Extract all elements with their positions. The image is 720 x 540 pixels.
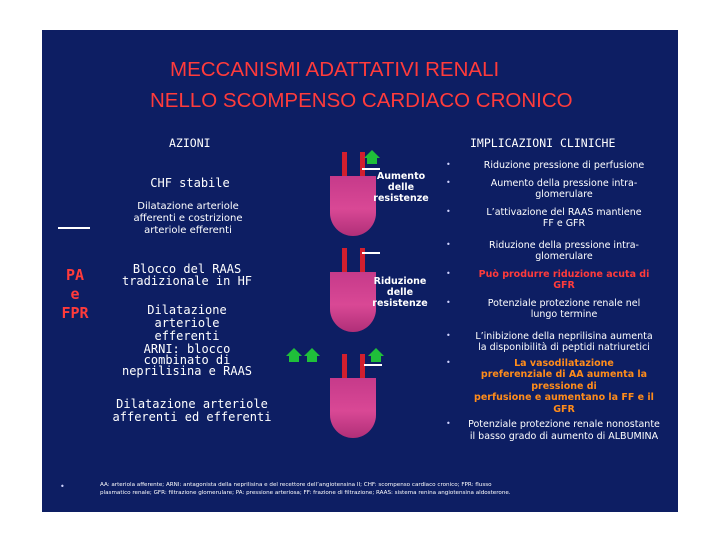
implication-2-2-text: Può produrre riduzione acuta di GFR bbox=[442, 269, 672, 292]
impl-1-2-l1: Aumento della pressione intra- bbox=[456, 178, 672, 190]
action-blocco-raas: Blocco del RAAS tradizionale in HF bbox=[112, 263, 262, 287]
impl-3-1-l2: la disponibilità di peptidi natriuretici bbox=[456, 342, 672, 354]
impl-3-3-l2: il basso grado di aumento di ALBUMINA bbox=[456, 431, 672, 443]
side-label: PA e FPR bbox=[50, 266, 100, 323]
kidney-3-glomerulus bbox=[330, 378, 376, 438]
footnote-line-1: AA: arteriola afferente; ARNI: antagonis… bbox=[100, 481, 670, 489]
side-label-e: e bbox=[50, 285, 100, 304]
implication-1-2-text: Aumento della pressione intra- glomerula… bbox=[442, 178, 672, 201]
resistance-aumento-1: Aumento bbox=[364, 171, 438, 182]
slide: MECCANISMI ADATTATIVI RENALI NELLO SCOMP… bbox=[42, 30, 678, 512]
implication-3-3: • Potenziale protezione renale nonostant… bbox=[442, 419, 672, 442]
header-azioni: AZIONI bbox=[169, 136, 211, 150]
impl-2-3-l1: Potenziale protezione renale nel bbox=[456, 298, 672, 310]
action-dilatazione-aff-eff: Dilatazione arteriole afferenti ed effer… bbox=[112, 398, 272, 424]
bullet-3-3: • bbox=[446, 419, 451, 428]
impl-2-3-l2: lungo termine bbox=[456, 309, 672, 321]
implication-1-3-text: L’attivazione del RAAS mantiene FF e GFR bbox=[442, 207, 672, 230]
resistance-riduzione: Riduzione delle resistenze bbox=[360, 276, 440, 309]
impl-2-1-l1: Riduzione della pressione intra- bbox=[456, 240, 672, 252]
implication-2-1-text: Riduzione della pressione intra- glomeru… bbox=[442, 240, 672, 263]
arrow-up-icon-3 bbox=[304, 348, 320, 356]
implication-3-2-text: La vasodilatazione preferenziale di AA a… bbox=[442, 358, 672, 416]
implications-column: • Riduzione pressione di perfusione • Au… bbox=[442, 160, 672, 442]
action-chf-desc-3: arteriole efferenti bbox=[108, 225, 268, 237]
implication-3-1: • L’inibizione della neprilisina aumenta… bbox=[442, 331, 672, 354]
impl-2-2-l1: Può produrre riduzione acuta di bbox=[456, 269, 672, 281]
impl-3-2-l2: preferenziale di AA aumenta la bbox=[456, 369, 672, 381]
action-arni: ARNI: blocco combinato di neprilisina e … bbox=[112, 344, 262, 377]
implication-2-3: • Potenziale protezione renale nel lungo… bbox=[442, 298, 672, 321]
kidney-diagram-3 bbox=[320, 354, 390, 444]
implication-1-3: • L’attivazione del RAAS mantiene FF e G… bbox=[442, 207, 672, 230]
bullet-3-1: • bbox=[446, 331, 451, 340]
bullet-1-2: • bbox=[446, 178, 451, 187]
title-line-1: MECCANISMI ADATTATIVI RENALI bbox=[170, 58, 499, 82]
title-line-2: NELLO SCOMPENSO CARDIACO CRONICO bbox=[150, 89, 573, 113]
resistance-aumento-2: delle bbox=[364, 182, 438, 193]
side-label-line bbox=[58, 227, 90, 229]
bullet-2-3: • bbox=[446, 298, 451, 307]
implication-2-1: • Riduzione della pressione intra- glome… bbox=[442, 240, 672, 263]
arrow-up-icon-4 bbox=[368, 348, 384, 356]
bullet-1-3: • bbox=[446, 207, 451, 216]
impl-2-1-l2: glomerulare bbox=[456, 251, 672, 263]
resistance-riduzione-3: resistenze bbox=[360, 298, 440, 309]
footnote: AA: arteriola afferente; ARNI: antagonis… bbox=[100, 481, 670, 497]
action-dilatazione-efferenti: Dilatazione arteriole efferenti bbox=[112, 304, 262, 343]
impl-1-3-l2: FF e GFR bbox=[456, 218, 672, 230]
implication-3-3-text: Potenziale protezione renale nonostante … bbox=[442, 419, 672, 442]
implication-3-1-text: L’inibizione della neprilisina aumenta l… bbox=[442, 331, 672, 354]
action-chf-desc-2: afferenti e costrizione bbox=[108, 213, 268, 225]
implication-1-2: • Aumento della pressione intra- glomeru… bbox=[442, 178, 672, 201]
resistance-aumento: Aumento delle resistenze bbox=[364, 171, 438, 204]
resistance-riduzione-2: delle bbox=[360, 287, 440, 298]
action-chf-description: Dilatazione arteriole afferenti e costri… bbox=[108, 201, 268, 237]
action-blocco-raas-2: tradizionale in HF bbox=[112, 275, 262, 287]
implication-1-1: • Riduzione pressione di perfusione bbox=[442, 160, 672, 172]
footnote-line-2: plasmatico renale; GFR: filtrazione glom… bbox=[100, 489, 670, 497]
impl-1-1-l1: Riduzione pressione di perfusione bbox=[456, 160, 672, 172]
impl-1-3-l1: L’attivazione del RAAS mantiene bbox=[456, 207, 672, 219]
implication-1-1-text: Riduzione pressione di perfusione bbox=[442, 160, 672, 172]
impl-3-3-l1: Potenziale protezione renale nonostante bbox=[456, 419, 672, 431]
impl-3-2-l3: pressione di bbox=[456, 381, 672, 393]
arrow-up-icon-2-stem bbox=[289, 356, 299, 362]
action-chf-desc-1: Dilatazione arteriole bbox=[108, 201, 268, 213]
action-chf-stabile: CHF stabile bbox=[120, 176, 260, 190]
action-arni-3: neprilisina e RAAS bbox=[112, 366, 262, 377]
bullet-3-2: • bbox=[446, 358, 451, 367]
bullet-2-1: • bbox=[446, 240, 451, 249]
header-implicazioni: IMPLICAZIONI CLINICHE bbox=[470, 136, 615, 150]
dash-2 bbox=[362, 252, 380, 254]
footnote-bullet: • bbox=[60, 482, 65, 491]
bullet-2-2: • bbox=[446, 269, 451, 278]
implication-2-2: • Può produrre riduzione acuta di GFR bbox=[442, 269, 672, 292]
arrow-up-icon-4-stem bbox=[371, 356, 381, 362]
impl-1-2-l2: glomerulare bbox=[456, 189, 672, 201]
arrow-up-icon-2 bbox=[286, 348, 302, 356]
implication-3-2: • La vasodilatazione preferenziale di AA… bbox=[442, 358, 672, 416]
action-dil-eff-1: Dilatazione arteriole bbox=[112, 304, 262, 330]
resistance-aumento-3: resistenze bbox=[364, 193, 438, 204]
impl-3-2-l4: perfusione e aumentano la FF e il bbox=[456, 392, 672, 404]
impl-3-2-l5: GFR bbox=[456, 404, 672, 416]
side-label-fpr: FPR bbox=[50, 304, 100, 323]
impl-2-2-l2: GFR bbox=[456, 280, 672, 292]
arrow-up-icon-3-stem bbox=[307, 356, 317, 362]
implication-2-3-text: Potenziale protezione renale nel lungo t… bbox=[442, 298, 672, 321]
resistance-riduzione-1: Riduzione bbox=[360, 276, 440, 287]
bullet-1-1: • bbox=[446, 160, 451, 169]
arrow-up-icon-1-stem bbox=[367, 158, 377, 164]
dash-1 bbox=[362, 168, 380, 170]
impl-3-1-l1: L’inibizione della neprilisina aumenta bbox=[456, 331, 672, 343]
impl-3-2-l1: La vasodilatazione bbox=[456, 358, 672, 370]
dash-3 bbox=[364, 364, 382, 366]
action-dil-afe-2: afferenti ed efferenti bbox=[112, 411, 272, 424]
side-label-pa: PA bbox=[50, 266, 100, 285]
arrow-up-icon-1 bbox=[364, 150, 380, 158]
